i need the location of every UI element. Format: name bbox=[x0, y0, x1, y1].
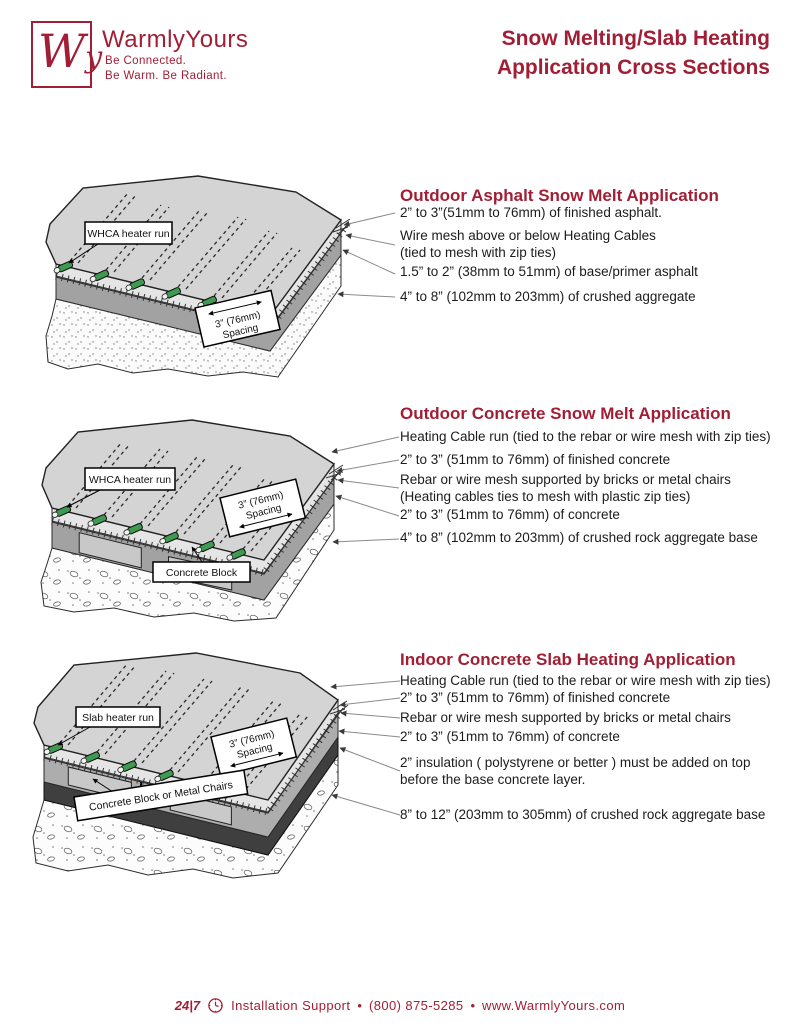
crushed-aggregate-layer bbox=[45, 253, 342, 378]
leader-lines bbox=[330, 680, 401, 816]
callout-finished-concrete: 2” to 3” (51mm to 76mm) of finished conc… bbox=[400, 690, 671, 705]
concrete-block-label: Concrete Block bbox=[152, 546, 251, 583]
page-title-line1: Snow Melting/Slab Heating bbox=[501, 27, 770, 50]
heater-run-label: WHCA heater run bbox=[68, 221, 173, 264]
crushed-rock-aggregate-layer bbox=[40, 502, 335, 622]
cable-run-dashes bbox=[59, 662, 309, 790]
callout-crushed-rock-base: 8” to 12” (203mm to 305mm) of crushed ro… bbox=[400, 807, 766, 822]
spacing-label: 3” (76mm) Spacing bbox=[219, 478, 307, 538]
warmlyyours-logo: Wy bbox=[31, 21, 103, 88]
callout-crushed-aggregate: 4” to 8” (102mm to 203mm) of crushed agg… bbox=[400, 289, 696, 304]
footer: 24|7 Installation Support • (800) 875-52… bbox=[0, 997, 800, 1014]
concrete-cross-section-diagram: WHCA heater run 3” (76mm) Spacing Concre… bbox=[40, 419, 400, 622]
brand-tagline-2: Be Warm. Be Radiant. bbox=[105, 70, 227, 82]
callout-rebar-mesh: Rebar or wire mesh supported by bricks o… bbox=[400, 710, 731, 725]
section-heading-concrete: Outdoor Concrete Snow Melt Application bbox=[400, 404, 731, 423]
footer-phone: (800) 875-5285 bbox=[368, 998, 464, 1013]
callout-heating-cable-run: Heating Cable run (tied to the rebar or … bbox=[400, 429, 771, 444]
callout-crushed-rock-base: 4” to 8” (102mm to 203mm) of crushed roc… bbox=[400, 530, 758, 545]
brand-name: WarmlyYours bbox=[102, 26, 249, 53]
clock-icon bbox=[208, 998, 223, 1013]
callout-insulation: 2” insulation ( polystyrene or better ) … bbox=[400, 755, 751, 787]
callout-finished-asphalt: 2” to 3”(51mm to 76mm) of finished aspha… bbox=[400, 205, 662, 220]
svg-text:WHCA heater run: WHCA heater run bbox=[87, 228, 169, 240]
section-heading-asphalt: Outdoor Asphalt Snow Melt Application bbox=[400, 186, 719, 205]
leader-lines bbox=[337, 212, 396, 298]
spacing-label: 3” (76mm) Spacing bbox=[210, 717, 298, 777]
svg-text:WHCA heater run: WHCA heater run bbox=[89, 474, 171, 486]
svg-text:Slab heater run: Slab heater run bbox=[82, 712, 154, 724]
callout-rebar-mesh: Rebar or wire mesh supported by bricks o… bbox=[400, 472, 731, 504]
callout-wire-mesh: Wire mesh above or below Heating Cables … bbox=[400, 228, 656, 260]
indoor-slab-cross-section-diagram: Slab heater run 3” (76mm) Spacing Concre… bbox=[32, 652, 401, 879]
concrete-block-1 bbox=[78, 532, 142, 569]
24-7-badge: 24|7 bbox=[174, 998, 201, 1013]
slab-top-surface bbox=[45, 175, 343, 317]
brand-tagline-1: Be Connected. bbox=[105, 55, 187, 67]
footer-bullet-1: • bbox=[357, 998, 362, 1013]
callout-heating-cable-run: Heating Cable run (tied to the rebar or … bbox=[400, 673, 771, 688]
crushed-rock-aggregate-layer bbox=[32, 753, 339, 879]
callout-concrete: 2” to 3” (51mm to 76mm) of concrete bbox=[400, 729, 620, 744]
callout-finished-concrete: 2” to 3” (51mm to 76mm) of finished conc… bbox=[400, 452, 671, 467]
slab-layers bbox=[45, 175, 343, 378]
leader-lines bbox=[331, 436, 400, 545]
callout-concrete: 2” to 3” (51mm to 76mm) of concrete bbox=[400, 507, 620, 522]
spacing-label: 3” (76mm) Spacing bbox=[194, 289, 281, 348]
page-title-line2: Application Cross Sections bbox=[496, 56, 770, 79]
logo-monogram: Wy bbox=[38, 24, 103, 78]
heating-cables bbox=[51, 505, 246, 561]
heater-run-label: WHCA heater run bbox=[66, 467, 176, 508]
footer-website: www.WarmlyYours.com bbox=[482, 998, 626, 1013]
section-heading-indoor-slab: Indoor Concrete Slab Heating Application bbox=[400, 650, 736, 669]
heater-run-label: Slab heater run bbox=[57, 706, 161, 746]
page-title: Snow Melting/Slab Heating Application Cr… bbox=[497, 24, 770, 82]
asphalt-cross-section-diagram: WHCA heater run 3” (76mm) Spacing bbox=[45, 175, 396, 378]
callout-base-primer-asphalt: 1.5” to 2” (38mm to 51mm) of base/primer… bbox=[400, 264, 698, 279]
footer-support-text: Installation Support bbox=[231, 998, 351, 1013]
footer-bullet-2: • bbox=[470, 998, 476, 1013]
svg-text:Concrete Block: Concrete Block bbox=[166, 567, 238, 579]
